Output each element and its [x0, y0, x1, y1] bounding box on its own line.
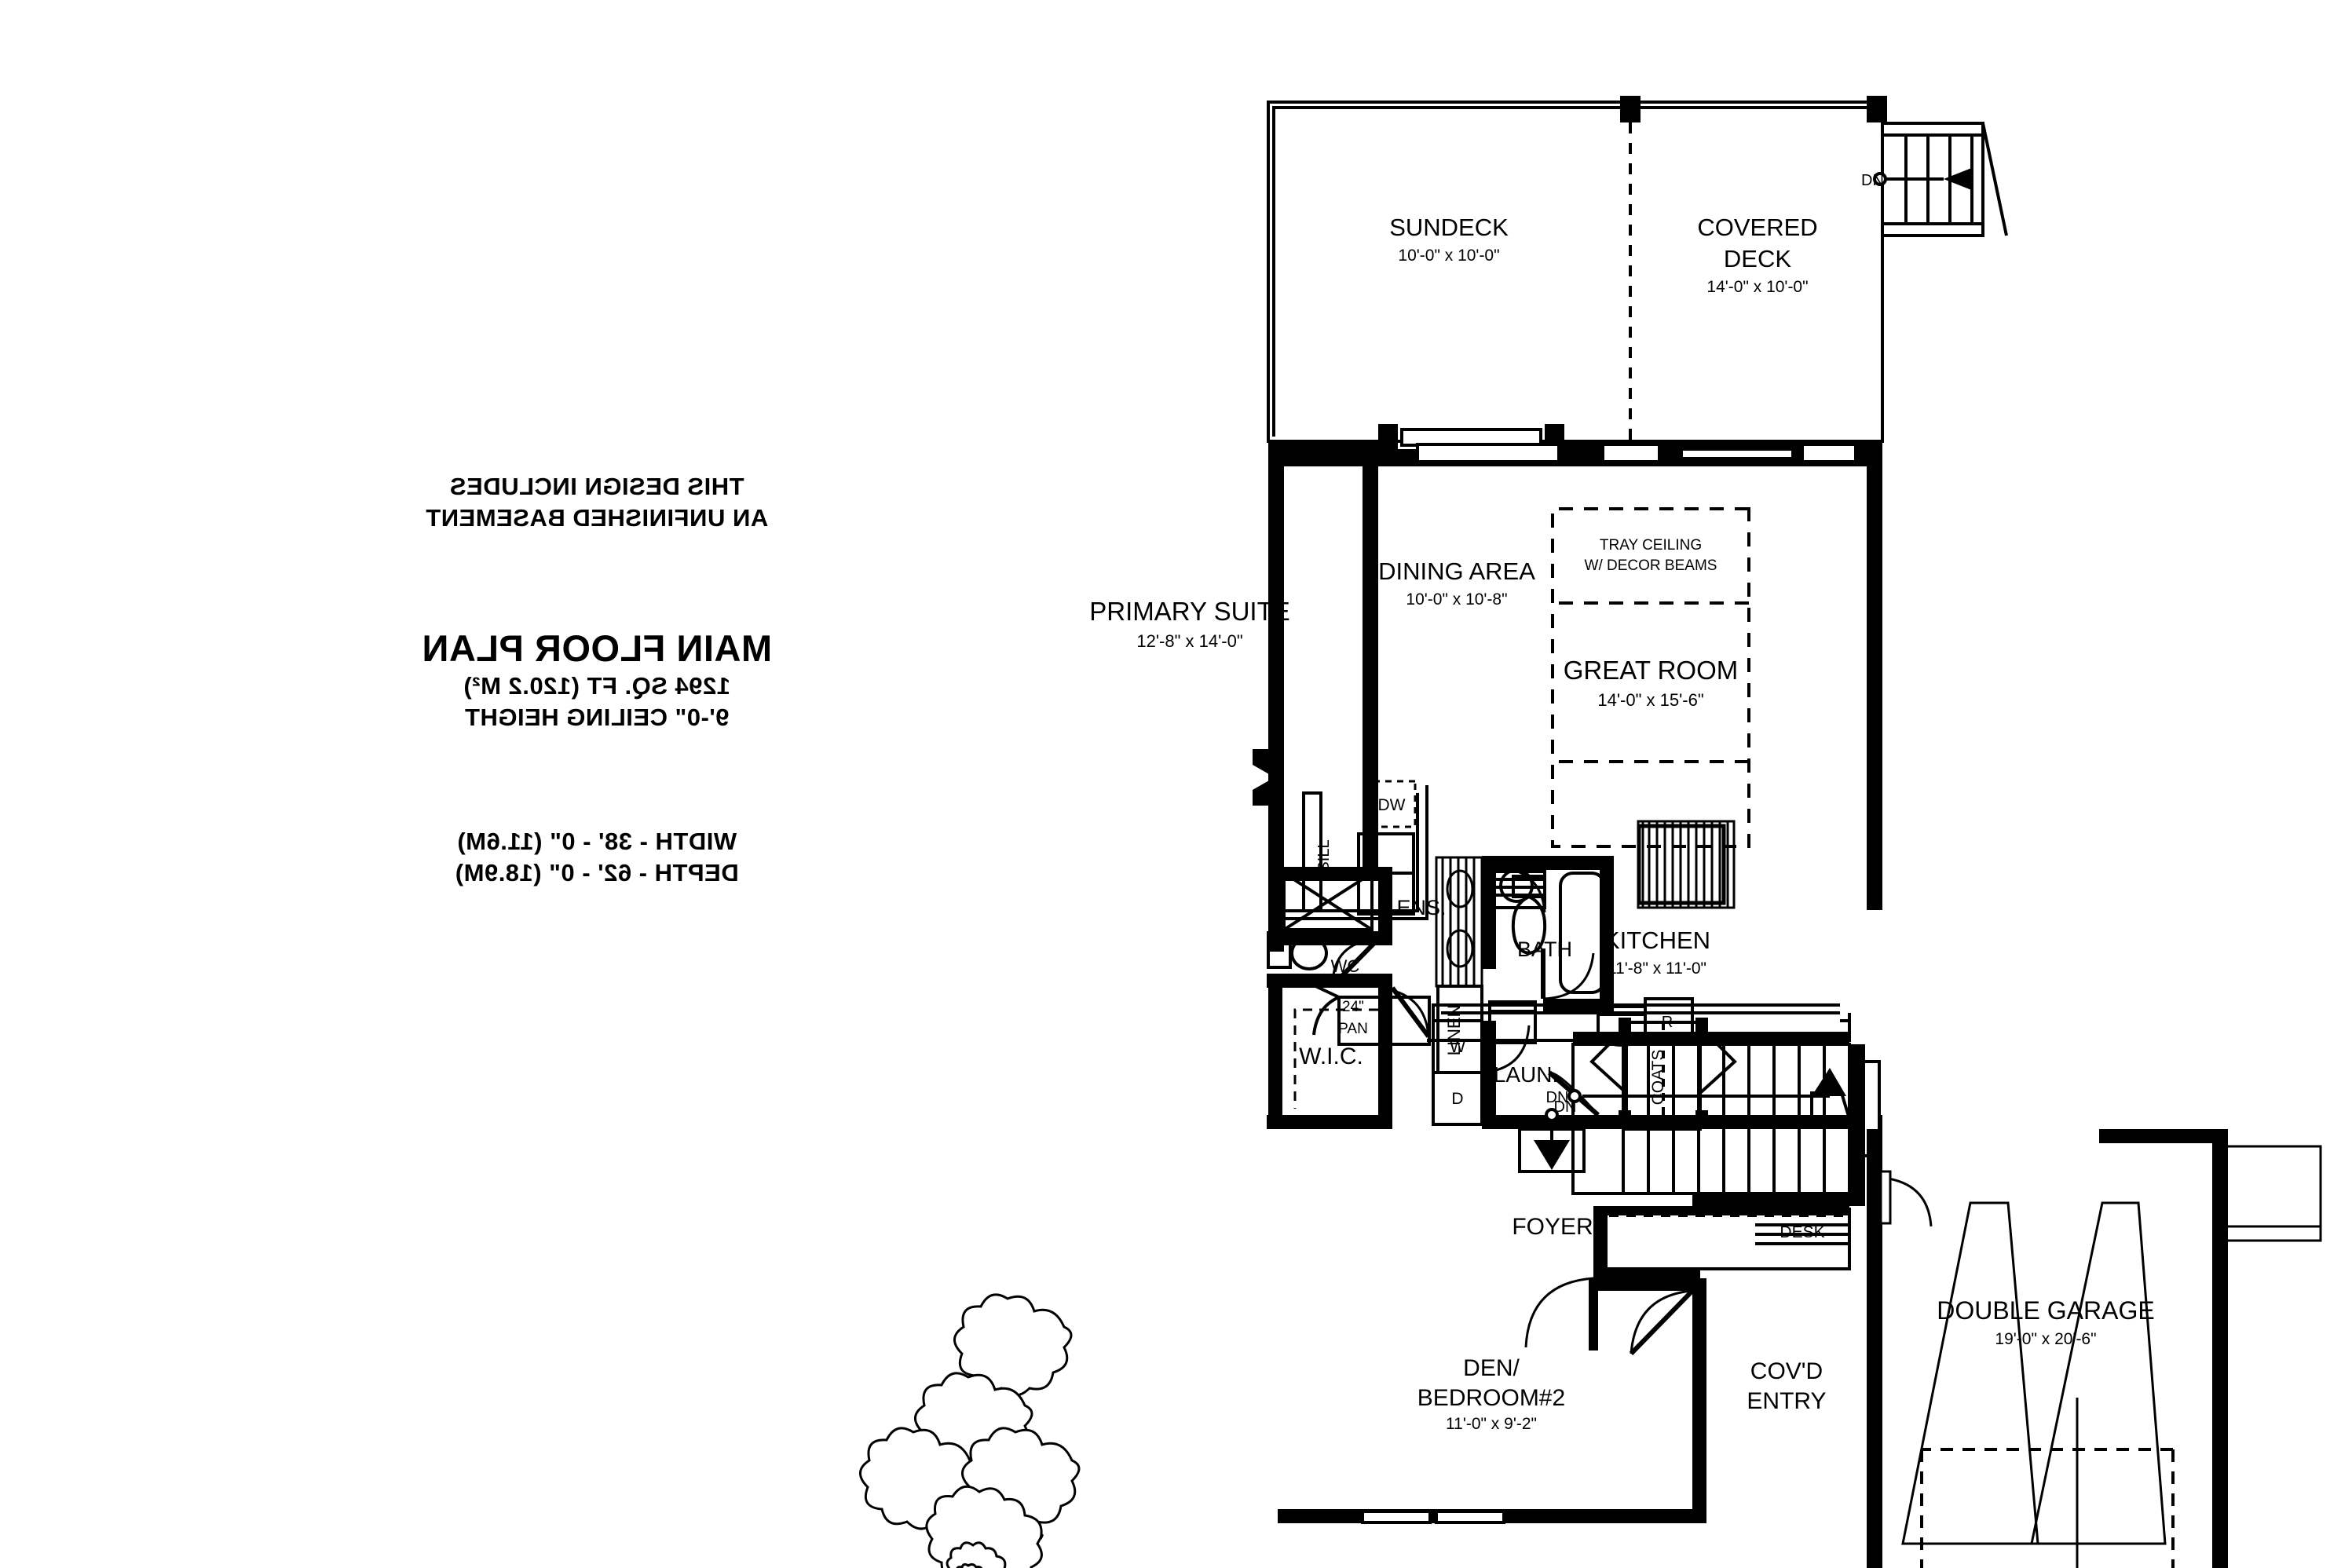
den-label: DEN/	[1463, 1355, 1520, 1381]
wc-toilet	[1267, 936, 1328, 970]
great-room-label: GREAT ROOM	[1564, 656, 1738, 685]
garage-walls	[1867, 1129, 2228, 1568]
stair-walls	[1573, 1032, 1865, 1206]
primary-suite-west-wall	[1268, 466, 1284, 749]
garage-car-arcs	[1901, 1201, 2167, 1545]
top-wall-windows	[1416, 443, 1857, 463]
laundry-label: LAUN.	[1494, 1062, 1558, 1087]
desk-nook-walls	[1593, 1206, 1849, 1280]
covered-deck-label: COVERED	[1697, 214, 1817, 241]
site-lines	[2076, 1398, 2079, 1568]
covered-deck-label-2: DECK	[1724, 245, 1791, 272]
tray-ceiling-outline	[1551, 507, 1750, 848]
foyer-label-visible: FOYER	[1512, 1214, 1593, 1240]
kitchen-island	[1637, 820, 1736, 909]
pantry-size-label: 24"	[1342, 999, 1364, 1015]
linen-door-swing	[1481, 1025, 1531, 1074]
deck-dn-label: DN	[1861, 172, 1884, 189]
covered-deck-size: 14'-0" x 10'-0"	[1706, 278, 1808, 296]
bedroom2-windows	[1361, 1510, 1505, 1524]
primary-suite-door-jog	[1253, 749, 1284, 806]
wic-door-leaf	[1390, 986, 1431, 1038]
dining-area-label: DINING AREA	[1378, 557, 1535, 585]
bath-door-swing	[1542, 952, 1595, 1000]
dishwasher	[1366, 780, 1417, 828]
washer-dryer	[1432, 1019, 1483, 1126]
double-garage-size: 19'-0" x 20'-6"	[1995, 1330, 2096, 1348]
double-garage-label: DOUBLE GARAGE	[1937, 1296, 2154, 1325]
wc-door-leaf	[1330, 937, 1381, 988]
wic-label: W.I.C.	[1299, 1044, 1363, 1069]
front-door	[1524, 1277, 1598, 1351]
ensuite-label: ENS.	[1396, 896, 1446, 919]
dishwasher-label: DW	[1378, 796, 1406, 814]
primary-suite-label: PRIMARY SUITE	[1089, 597, 1290, 626]
deck-stair-direction-arrow	[1873, 167, 1973, 191]
landscape-shrub-left	[925, 1485, 1044, 1568]
deck-posts	[1620, 96, 1887, 122]
stair-dn-label: DN	[1546, 1089, 1569, 1106]
kitchen-size: 11'-8" x 11'-0"	[1608, 959, 1706, 978]
covd-entry-label-2: ENTRY	[1747, 1388, 1826, 1414]
bedroom2-size: 11'-0" x 9'-2"	[1446, 1415, 1537, 1433]
garage-exterior-pad	[2228, 1145, 2322, 1242]
wic-shelving	[1293, 1008, 1378, 1109]
laundry-dn-label: DN	[1554, 1098, 1577, 1116]
hall-cabinet	[1435, 856, 1483, 988]
wc-door-swing	[1331, 938, 1379, 986]
dryer-label: D	[1451, 1090, 1463, 1108]
tray-ceiling-label: TRAY CEILING	[1600, 537, 1702, 554]
linen-label: LINEN	[1444, 1005, 1464, 1056]
sill-label: SILL	[1315, 839, 1333, 872]
wic-door-swing	[1377, 986, 1430, 1037]
interior-walls	[1267, 856, 1882, 1129]
garage-service-door	[1879, 1170, 1933, 1227]
den-door	[1629, 1288, 1695, 1356]
pantry-label: PAN	[1338, 1021, 1368, 1037]
kitchen-label: KITCHEN	[1604, 927, 1710, 954]
desk-label: DESK	[1780, 1223, 1824, 1241]
coats-label: COATS	[1649, 1050, 1667, 1106]
washer-label: W	[1450, 1038, 1465, 1056]
great-room-size: 14'-0" x 15'-6"	[1597, 690, 1703, 710]
bath-fixtures	[1487, 862, 1606, 994]
decor-beams-label: W/ DECOR BEAMS	[1585, 557, 1717, 574]
bedroom2-label: BEDROOM#2	[1417, 1385, 1565, 1411]
sundeck-label: SUNDECK	[1389, 214, 1509, 241]
hall-door-swing	[1495, 865, 1546, 913]
dining-area-size: 10'-0" x 10'-8"	[1406, 590, 1507, 609]
main-stair-up-arrow	[1567, 1068, 1852, 1120]
sundeck-size: 10'-0" x 10'-0"	[1398, 247, 1499, 265]
ensuite-shower	[1282, 872, 1374, 931]
garage-door-extents	[1920, 1448, 2175, 1568]
primary-suite-size: 12'-8" x 14'-0"	[1136, 631, 1242, 651]
covd-entry-label: COV'D	[1750, 1358, 1823, 1384]
